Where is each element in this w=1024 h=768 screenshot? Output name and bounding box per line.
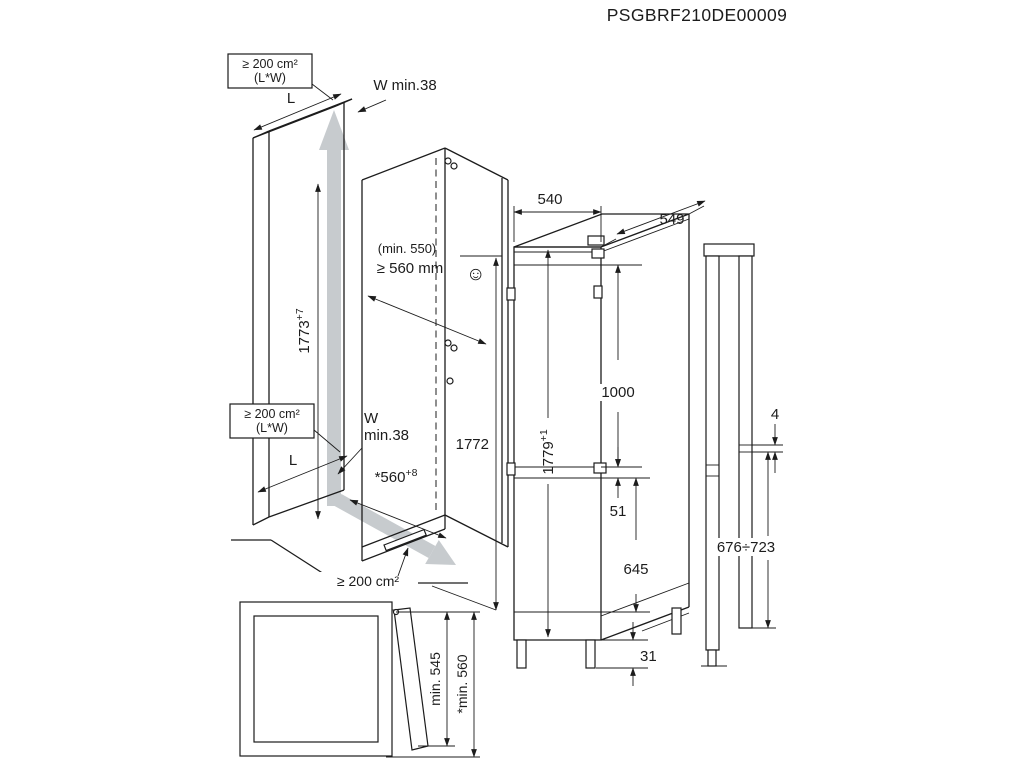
vent-area-side-value: ≥ 200 cm² <box>244 407 300 421</box>
opening-min-removed-label: *min. 560 <box>454 654 470 713</box>
hinge-icon <box>506 287 516 301</box>
upper-door-label: 1000 <box>601 384 634 401</box>
bottom-depth-dim-line <box>349 499 447 539</box>
wall-min-top-label: W min.38 <box>373 77 436 94</box>
hinge-screw-icon <box>450 344 458 352</box>
length-top-label: L <box>287 90 295 107</box>
door-gap-label: 51 <box>610 503 627 520</box>
appliance-body-lines <box>506 213 690 669</box>
door-panel-side-view: 4 676÷723 <box>701 243 783 667</box>
length-top-dim-line <box>253 93 342 131</box>
width-label: 540 <box>537 191 562 208</box>
foot <box>707 649 717 667</box>
depth-dim-line <box>616 200 706 235</box>
hinge-screw-icon <box>446 377 454 385</box>
hinge-icon <box>593 462 607 474</box>
opening-min-label: min. 545 <box>427 652 443 706</box>
foot <box>516 639 527 669</box>
vent-area-side-note: (L*W) <box>256 421 288 435</box>
hinge-screw-icon <box>444 339 452 347</box>
wall-min-side-label-w: W <box>364 410 379 427</box>
outer-height-label: 1773+7 <box>294 308 313 354</box>
length-bottom-dim-line <box>257 455 348 493</box>
length-bottom-label: L <box>289 452 297 469</box>
drawing-title: PSGBRF210DE00009 <box>607 5 788 25</box>
hinge-icon <box>506 462 516 476</box>
hinge-icon <box>591 248 605 259</box>
plan-structure-lines <box>239 601 429 757</box>
depth-label: 549 <box>659 211 684 228</box>
lower-door-label: 645 <box>623 561 648 578</box>
depth-min-dim-line <box>367 295 487 345</box>
bottom-depth-label: *560+8 <box>375 467 418 486</box>
door-opening-plan-view: min. 545 *min. 560 <box>239 601 480 758</box>
panel-height-label: 676÷723 <box>717 539 775 556</box>
wall-min-side-label-value: min.38 <box>364 427 409 444</box>
foot <box>671 607 682 635</box>
cabinet-isometric-lines <box>361 147 446 562</box>
hinge-cover-icon <box>587 235 605 246</box>
vent-area-bottom-label: ≥ 200 cm² <box>337 573 399 589</box>
depth-min-note: (min. 550) <box>378 241 437 256</box>
vent-area-top-note: (L*W) <box>254 71 286 85</box>
bottom-clearance-label: 31 <box>640 648 657 665</box>
open-door-plan <box>393 607 429 751</box>
panel-gap-label: 4 <box>771 406 779 423</box>
height-label: 1779+1 <box>538 429 557 475</box>
hinge-screw-icon <box>444 157 452 165</box>
hinge-icon <box>593 285 603 299</box>
smiley-icon: ☺ <box>466 264 485 285</box>
niche-isometric-view: ≥ 200 cm² (L*W) L W min.38 1773+7 (min. … <box>227 53 509 611</box>
furniture-door-isometric <box>444 147 509 548</box>
hinge-screw-icon <box>450 162 458 170</box>
vent-area-badge-side: ≥ 200 cm² (L*W) <box>229 403 341 453</box>
door-panel-lines <box>701 243 755 667</box>
vent-area-badge-top: ≥ 200 cm² (L*W) <box>227 53 334 101</box>
appliance-front-view: 540 549 1779+1 1000 51 645 <box>506 191 706 686</box>
foot <box>585 639 596 669</box>
inner-height-label: 1772 <box>456 436 489 453</box>
airflow-arrow-bottom <box>334 494 456 565</box>
vent-area-top-value: ≥ 200 cm² <box>242 57 298 71</box>
depth-min-label: ≥ 560 mm <box>377 260 444 277</box>
